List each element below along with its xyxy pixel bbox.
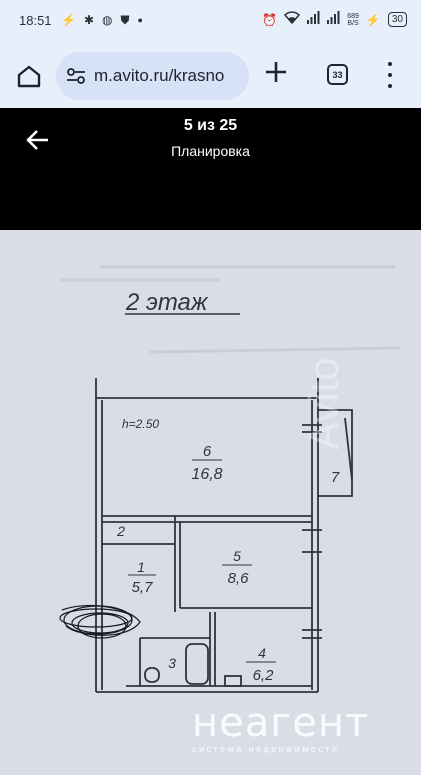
room-7-number: 7 (331, 469, 340, 486)
url-text: m.avito.ru/krasno (94, 66, 225, 85)
battery-indicator: 30 (387, 12, 407, 27)
plus-icon (266, 62, 286, 82)
shield-icon: ⛊ (120, 13, 130, 27)
clock: 18:51 (19, 13, 52, 28)
usb-icon: ⚡ (61, 13, 76, 27)
star-icon: ✱ (83, 13, 95, 27)
back-button[interactable] (26, 130, 50, 155)
room-5-area: 8,6 (228, 570, 250, 587)
home-icon (17, 65, 41, 88)
speed-value: 689 (347, 12, 359, 20)
room-6-area: 16,8 (191, 466, 222, 483)
tab-count: 33 (332, 69, 343, 80)
system-icons: ⏰ 689 B/S ⚡ 30 (262, 11, 407, 28)
room-5-number: 5 (233, 548, 241, 564)
photo-caption: Планировка (171, 143, 250, 159)
home-button[interactable] (16, 64, 42, 88)
alarm-icon: ⏰ (262, 12, 278, 27)
neagent-watermark: неагент система недвижимости (192, 700, 369, 754)
menu-dot (388, 62, 392, 66)
browser-toolbar: m.avito.ru/krasno 33 (0, 42, 421, 108)
avito-watermark: Avito (300, 357, 347, 450)
ceiling-height: h=2.50 (122, 417, 159, 431)
room-1-number: 1 (137, 559, 145, 575)
status-bar: 18:51 ⚡ ✱ ◍ ⛊ ● ⏰ 689 B/S ⚡ 30 (0, 0, 421, 42)
room-4-area: 6,2 (253, 667, 275, 684)
globe-icon: ◍ (102, 13, 113, 27)
address-bar[interactable]: m.avito.ru/krasno (56, 52, 249, 100)
room-3-number: 3 (168, 655, 176, 671)
tab-switcher-button[interactable]: 33 (327, 64, 348, 85)
site-settings-icon[interactable] (66, 68, 86, 84)
room-6-number: 6 (203, 443, 212, 460)
network-speed: 689 B/S (347, 13, 359, 27)
room-1-area: 5,7 (132, 579, 154, 596)
watermark-subtitle: система недвижимости (192, 744, 340, 754)
wifi-icon (284, 11, 301, 28)
more-menu-button[interactable] (388, 62, 394, 88)
floor-plan-photo[interactable]: 2 этаж h=2.50 6 16,8 7 2 1 5,7 5 8,6 3 4… (0, 230, 421, 775)
dot-icon: ● (137, 15, 143, 25)
notification-icons: ⚡ ✱ ◍ ⛊ ● (61, 12, 143, 28)
new-tab-button[interactable] (264, 60, 288, 89)
signal-icon-1 (307, 11, 320, 28)
menu-dot (388, 73, 392, 77)
menu-dot (388, 84, 392, 88)
room-4-number: 4 (258, 645, 266, 661)
watermark-logo: неагент (192, 700, 370, 746)
floor-plan-drawing: 2 этаж h=2.50 6 16,8 7 2 1 5,7 5 8,6 3 4… (59, 265, 401, 693)
gallery-header: 5 из 25 Планировка (0, 108, 421, 230)
signal-icon-2 (327, 11, 340, 28)
photo-counter: 5 из 25 (183, 117, 238, 134)
speed-unit: B/S (347, 19, 359, 27)
charging-icon: ⚡ (365, 12, 381, 27)
back-arrow-icon (26, 130, 48, 150)
battery-level: 30 (391, 13, 403, 25)
floor-title: 2 этаж (125, 289, 209, 316)
room-2-number: 2 (116, 523, 125, 539)
